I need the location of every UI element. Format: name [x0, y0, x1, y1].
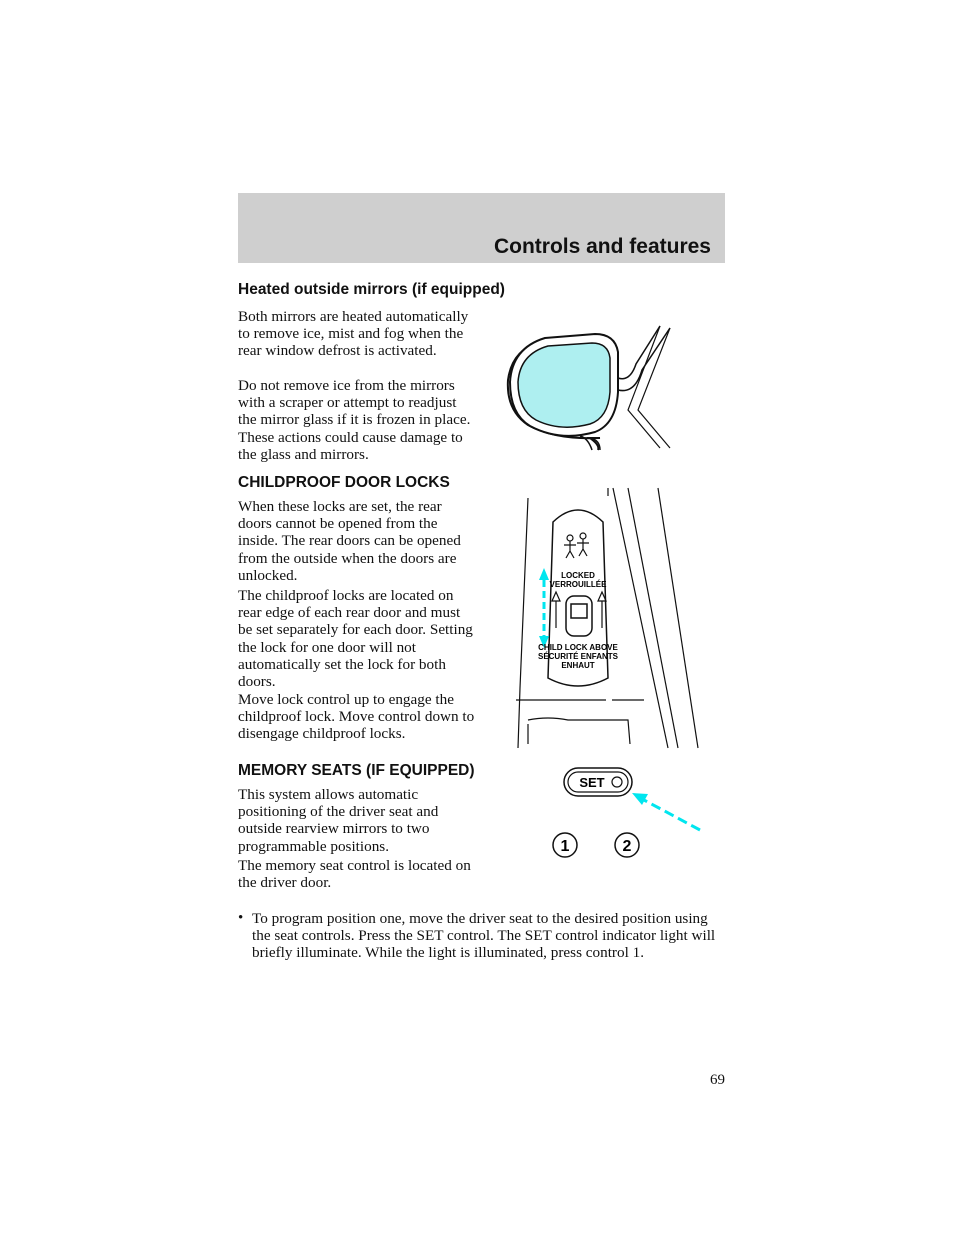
- memory-seats-paragraph-2: The memory seat control is located on th…: [238, 857, 471, 892]
- heated-mirrors-heading: Heated outside mirrors (if equipped): [238, 281, 505, 298]
- locked-label-fr: VERROUILLÉE: [550, 580, 608, 589]
- child-lock-label-en: CHILD LOCK ABOVE: [538, 643, 618, 652]
- lock-direction-arrow-icon: [539, 568, 549, 648]
- memory-seat-control-illustration: SET 1 2: [552, 767, 701, 858]
- door-panel-outline: [517, 488, 609, 749]
- childproof-paragraph-2: The childproof locks are located on rear…: [238, 587, 473, 691]
- memory-seats-paragraph-1: This system allows automatic positioning…: [238, 786, 439, 855]
- memory-seats-heading: MEMORY SEATS (IF EQUIPPED): [238, 762, 475, 779]
- door-edge-line-2: [627, 487, 679, 749]
- door-frame-lines: [627, 325, 671, 449]
- childproof-paragraph-1: When these locks are set, the rear doors…: [238, 498, 461, 584]
- heated-mirror-illustration: [506, 325, 671, 451]
- lock-slider-knob[interactable]: [570, 603, 588, 619]
- section-header-title: Controls and features: [493, 235, 711, 258]
- heated-mirrors-paragraph-1: Both mirrors are heated automatically to…: [238, 308, 469, 360]
- page-number: 69: [710, 1072, 725, 1088]
- door-edge-line-1: [612, 487, 669, 749]
- door-edge-line-3: [657, 487, 699, 749]
- memory-seats-bullet-text: To program position one, move the driver…: [252, 910, 716, 962]
- arrow-up-right-icon: [597, 590, 607, 628]
- mirror-arm: [617, 325, 671, 392]
- heated-mirrors-paragraph-2: Do not remove ice from the mirrors with …: [238, 377, 471, 463]
- bullet-dot-icon: •: [238, 910, 244, 926]
- memory-button-2-label: 2: [623, 838, 632, 855]
- section-header-band: Controls and features: [238, 193, 725, 263]
- childproof-lock-illustration: LOCKED VERROUILLÉE CHILD LOCK ABOVE SÉCU…: [516, 487, 699, 749]
- mirror-mount-stub: [579, 435, 601, 451]
- memory-button-1-label: 1: [561, 838, 570, 855]
- childproof-locks-heading: CHILDPROOF DOOR LOCKS: [238, 474, 450, 491]
- child-lock-label-fr: SÉCURITÉ ENFANTS: [538, 652, 619, 661]
- child-figures-icon: [564, 532, 589, 559]
- door-sill: [527, 717, 631, 745]
- memory-button-2[interactable]: [614, 832, 640, 858]
- memory-button-1[interactable]: [552, 832, 578, 858]
- mirror-glass: [517, 342, 611, 428]
- arrow-up-left-icon: [551, 590, 561, 628]
- set-button-label: SET: [579, 775, 604, 790]
- set-button[interactable]: [567, 771, 629, 793]
- childproof-paragraph-3: Move lock control up to engage the child…: [238, 691, 475, 743]
- locked-label-en: LOCKED: [561, 571, 595, 580]
- set-indicator-light-icon: [611, 776, 623, 788]
- pointer-arrow-icon: [632, 793, 701, 832]
- child-lock-label-fr-2: ENHAUT: [561, 661, 594, 670]
